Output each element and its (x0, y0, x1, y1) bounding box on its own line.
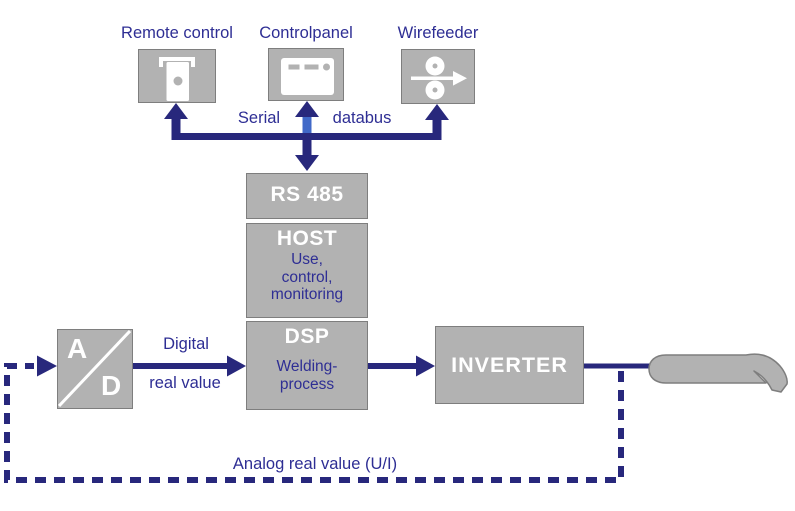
inverter-to-torch-line (584, 363, 656, 369)
ad-converter-box: A D (57, 329, 133, 409)
controlpanel-label: Controlpanel (259, 24, 353, 42)
analog-feedback-label: Analog real value (U/I) (232, 455, 398, 473)
pendant-button (173, 76, 182, 85)
ad-letter-a: A (67, 333, 88, 364)
databus-label: databus (332, 109, 392, 127)
digital-value-label-top: Digital (163, 335, 209, 353)
serial-databus-lines (164, 101, 449, 171)
welding-torch-icon (648, 353, 788, 393)
control-panel-icon (280, 57, 334, 95)
analog-feedback-arrowhead-icon (37, 355, 57, 377)
wire-arrowhead-icon (452, 70, 467, 86)
dsp-line: process (279, 375, 335, 393)
feed-roller-top-axle (432, 63, 437, 68)
feed-roller-bottom-axle (432, 87, 437, 92)
wire-feeder-rollers-icon (410, 56, 467, 99)
bus-arrow-remote-icon (164, 103, 188, 140)
panel-knob (322, 63, 330, 70)
wirefeeder-label: Wirefeeder (397, 24, 479, 42)
bus-arrow-controlpanel-icon (295, 101, 319, 117)
wire-line (410, 76, 454, 80)
pendant-hook-icon (158, 56, 195, 67)
ad-letter-d: D (101, 370, 122, 401)
digital-value-label-bottom: real value (149, 374, 221, 392)
diagonal-line (58, 330, 131, 407)
remote-control-pendant-icon (158, 56, 195, 101)
remote-control-box (138, 49, 216, 103)
host-title: HOST (276, 227, 338, 250)
bus-horizontal-bar (171, 133, 442, 140)
inverter-title: INVERTER (451, 352, 568, 377)
inverter-box: INVERTER (435, 326, 584, 404)
host-line: Use, (291, 251, 323, 268)
panel-display-segment (304, 64, 318, 69)
dsp-box: DSP Welding- process (246, 321, 368, 410)
dsp-to-inverter-arrow-icon (368, 355, 435, 377)
serial-label: Serial (237, 109, 281, 127)
analog-feedback-dashed-line (4, 363, 624, 483)
panel-display-segment (288, 64, 299, 69)
wirefeeder-box (401, 49, 475, 104)
host-box: HOST Use, control, monitoring (246, 223, 368, 318)
host-line: control, (281, 268, 333, 286)
bus-arrow-rs485-icon (295, 155, 319, 171)
bus-light-blue-shaft (302, 115, 312, 133)
rs485-box: RS 485 (246, 173, 368, 219)
host-line: monitoring (270, 286, 344, 303)
remote-control-label: Remote control (121, 24, 233, 42)
ad-to-dsp-arrow-icon (133, 355, 246, 377)
bus-arrow-wirefeeder-icon (425, 104, 449, 140)
controlpanel-box (268, 48, 344, 101)
bus-down-shaft (302, 140, 312, 156)
rs485-title: RS 485 (270, 183, 344, 206)
dsp-title: DSP (284, 325, 330, 348)
ad-diagonal-divider (58, 330, 131, 407)
dsp-line: Welding- (276, 358, 338, 375)
